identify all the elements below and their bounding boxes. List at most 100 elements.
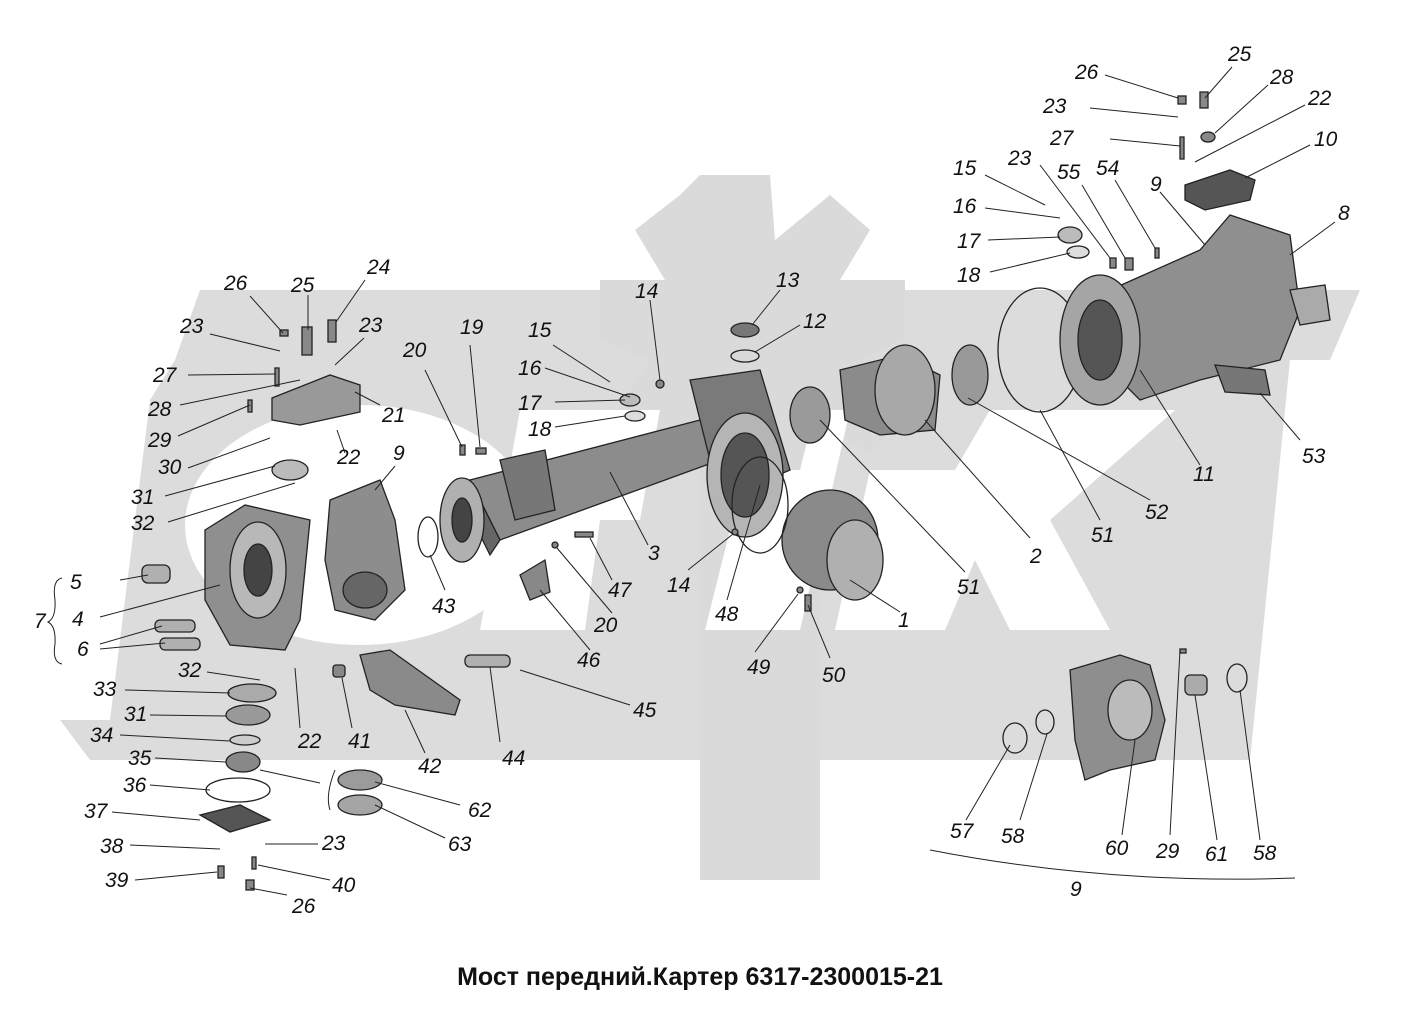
steering-arm (359, 649, 461, 716)
callout-26: 26 (223, 272, 248, 295)
callout-26: 26 (1074, 61, 1099, 84)
callout-61: 61 (1205, 843, 1228, 866)
callout-14: 14 (667, 574, 690, 597)
callout-25: 25 (1227, 43, 1252, 66)
callout-62: 62 (468, 799, 492, 822)
callout-31: 31 (124, 703, 147, 726)
callout-20: 20 (593, 614, 618, 637)
callout-15: 15 (528, 319, 552, 342)
right-knuckle (1069, 654, 1166, 781)
differential-assembly (731, 344, 989, 601)
callout-17: 17 (957, 230, 982, 253)
callout-18: 18 (528, 418, 552, 441)
callout-55: 55 (1057, 161, 1081, 184)
callout-29: 29 (1155, 840, 1180, 863)
callout-26: 26 (291, 895, 316, 918)
diagram-title: Мост передний.Картер 6317-2300015-21 (457, 963, 943, 991)
steering-knuckle-housing (204, 504, 311, 651)
left-washer-stack (198, 459, 383, 833)
callout-15: 15 (953, 157, 977, 180)
callout-31: 31 (131, 486, 154, 509)
callout-21: 21 (381, 404, 405, 427)
callout-9: 9 (393, 442, 405, 465)
callout-1: 1 (898, 609, 910, 632)
callout-23: 23 (321, 832, 346, 855)
callout-44: 44 (502, 747, 525, 770)
callout-22: 22 (1307, 87, 1332, 110)
callout-58: 58 (1253, 842, 1277, 865)
callout-35: 35 (128, 747, 152, 770)
callout-23: 23 (179, 315, 204, 338)
callout-32: 32 (131, 512, 155, 535)
callout-9: 9 (1150, 173, 1162, 196)
callout-47: 47 (608, 579, 633, 602)
callout-13: 13 (776, 269, 800, 292)
callout-46: 46 (577, 649, 601, 672)
callout-54: 54 (1096, 157, 1119, 180)
callout-23: 23 (1007, 147, 1032, 170)
callout-29: 29 (147, 429, 172, 452)
callout-14: 14 (635, 280, 658, 303)
callout-52: 52 (1145, 501, 1169, 524)
callout-7: 7 (34, 610, 47, 633)
callout-28: 28 (147, 398, 172, 421)
callout-28: 28 (1269, 66, 1294, 89)
callout-18: 18 (957, 264, 981, 287)
callout-5: 5 (70, 571, 82, 594)
callout-11: 11 (1193, 463, 1215, 486)
callout-57: 57 (950, 820, 975, 843)
callout-23: 23 (1042, 95, 1067, 118)
axle-housing-beam (439, 369, 791, 563)
callout-48: 48 (715, 603, 739, 626)
callout-8: 8 (1338, 202, 1350, 225)
callout-50: 50 (822, 664, 846, 687)
callout-22: 22 (297, 730, 322, 753)
callout-9: 9 (1070, 878, 1082, 901)
callout-45: 45 (633, 699, 657, 722)
callout-41: 41 (348, 730, 371, 753)
callout-25: 25 (290, 274, 315, 297)
callout-16: 16 (953, 195, 977, 218)
callout-27: 27 (152, 364, 178, 387)
callout-53: 53 (1302, 445, 1326, 468)
callout-36: 36 (123, 774, 147, 797)
callout-12: 12 (803, 310, 827, 333)
callout-6: 6 (77, 638, 89, 661)
callout-22: 22 (336, 446, 361, 469)
callout-63: 63 (448, 833, 472, 856)
callout-40: 40 (332, 874, 356, 897)
callout-34: 34 (90, 724, 113, 747)
callout-51: 51 (957, 576, 980, 599)
upper-lever (271, 374, 361, 426)
callout-19: 19 (460, 316, 484, 339)
small-fasteners (217, 91, 1216, 891)
leader-lines (46, 66, 1336, 896)
callout-3: 3 (648, 542, 660, 565)
callout-4: 4 (72, 608, 84, 631)
callout-42: 42 (418, 755, 442, 778)
callout-30: 30 (158, 456, 182, 479)
callout-27: 27 (1049, 127, 1075, 150)
callout-2: 2 (1029, 545, 1042, 568)
right-rings (417, 516, 1248, 754)
callout-43: 43 (432, 595, 456, 618)
callout-33: 33 (93, 678, 117, 701)
callout-23: 23 (358, 314, 383, 337)
main-gearbox-housing (1059, 214, 1331, 406)
callout-39: 39 (105, 869, 129, 892)
callout-24: 24 (366, 256, 390, 279)
callout-32: 32 (178, 659, 202, 682)
callout-51: 51 (1091, 524, 1114, 547)
callout-49: 49 (747, 656, 771, 679)
callout-17: 17 (518, 392, 543, 415)
bushings (141, 564, 511, 668)
callout-10: 10 (1314, 128, 1338, 151)
callout-58: 58 (1001, 825, 1025, 848)
callout-16: 16 (518, 357, 542, 380)
callout-37: 37 (84, 800, 109, 823)
callout-60: 60 (1105, 837, 1129, 860)
callout-20: 20 (402, 339, 427, 362)
top-cover-plate (1184, 169, 1256, 211)
pivot-ball-joint (324, 479, 406, 621)
